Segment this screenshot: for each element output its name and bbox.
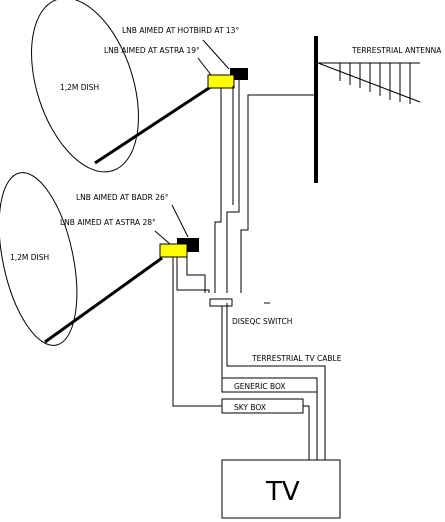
antenna-elements <box>339 63 411 104</box>
lnb-astra28-block <box>159 243 188 258</box>
diseqc-switch-label: DISEQC SWITCH <box>232 317 292 326</box>
top-dish-arm <box>94 84 213 165</box>
sky-box-to-tv-cable <box>303 405 310 460</box>
badr-cable <box>186 252 206 293</box>
sky-box-feed-cable <box>172 257 222 407</box>
lnb-astra19-block <box>207 74 235 89</box>
bottom-dish-label: 1,2M DISH <box>10 253 49 262</box>
terrestrial-tv-cable <box>226 303 326 460</box>
tv-label: TV <box>265 477 300 507</box>
astra28-pointer <box>154 230 171 245</box>
bottom-dish-arm <box>44 256 163 344</box>
sky-box-label: SKY BOX <box>234 403 266 412</box>
lnb-hotbird-label: LNB AIMED AT HOTBIRD AT 13° <box>122 26 239 35</box>
antenna-cable <box>240 94 318 293</box>
astra19-pointer <box>197 57 212 76</box>
terrestrial-antenna-label: TERRESTRIAL ANTENNA <box>351 46 442 55</box>
lnb-astra28-label: LNB AIMED AT ASTRA 28° <box>60 218 156 227</box>
top-dish <box>31 0 139 173</box>
astra28-cable <box>176 257 210 293</box>
astra19-cable <box>214 88 222 293</box>
hotbird-pointer <box>202 39 230 70</box>
badr-pointer <box>171 204 189 238</box>
top-dish-label: 1,2M DISH <box>60 83 99 92</box>
terrestrial-tv-cable-label: TERRESTRIAL TV CABLE <box>251 354 342 363</box>
lnb-badr-label: LNB AIMED AT BADR 26° <box>76 193 169 202</box>
tv <box>221 459 341 519</box>
generic-box-label: GENERIC BOX <box>234 382 286 391</box>
bottom-dish <box>0 172 78 346</box>
lnb-astra19-label: LNB AIMED AT ASTRA 19° <box>104 46 200 55</box>
hotbird-cable <box>226 80 240 293</box>
antenna-boom-bottom <box>317 62 421 103</box>
generic-box <box>221 377 318 393</box>
diseqc-switch <box>209 298 233 307</box>
